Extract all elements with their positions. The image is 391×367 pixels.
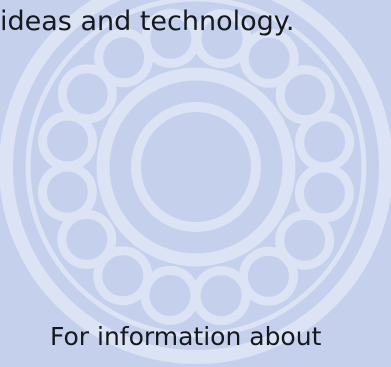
bearing-ball bbox=[238, 246, 298, 306]
bearing-ball bbox=[57, 209, 117, 269]
bearing-bore bbox=[131, 102, 261, 232]
bearing-ball bbox=[191, 266, 251, 326]
bearing-ball bbox=[275, 210, 335, 270]
bearing-ball bbox=[275, 65, 335, 125]
bearing-ball bbox=[57, 64, 117, 124]
footer-text: For information about bbox=[50, 322, 322, 351]
bearing-ball bbox=[294, 163, 354, 223]
bearing-ball bbox=[93, 246, 153, 306]
bearing-ball bbox=[38, 111, 98, 171]
bearing-ball bbox=[94, 28, 154, 88]
bearing-ball bbox=[295, 112, 355, 172]
bearing-ball bbox=[37, 162, 97, 222]
bearing-ball bbox=[140, 265, 200, 325]
bearing-cage-outer bbox=[25, 0, 367, 338]
bearing-ball bbox=[239, 28, 299, 88]
bearing-inner-race bbox=[96, 67, 296, 267]
headline-text: ideas and technology. bbox=[0, 6, 295, 37]
bearing-ball bbox=[192, 9, 252, 69]
